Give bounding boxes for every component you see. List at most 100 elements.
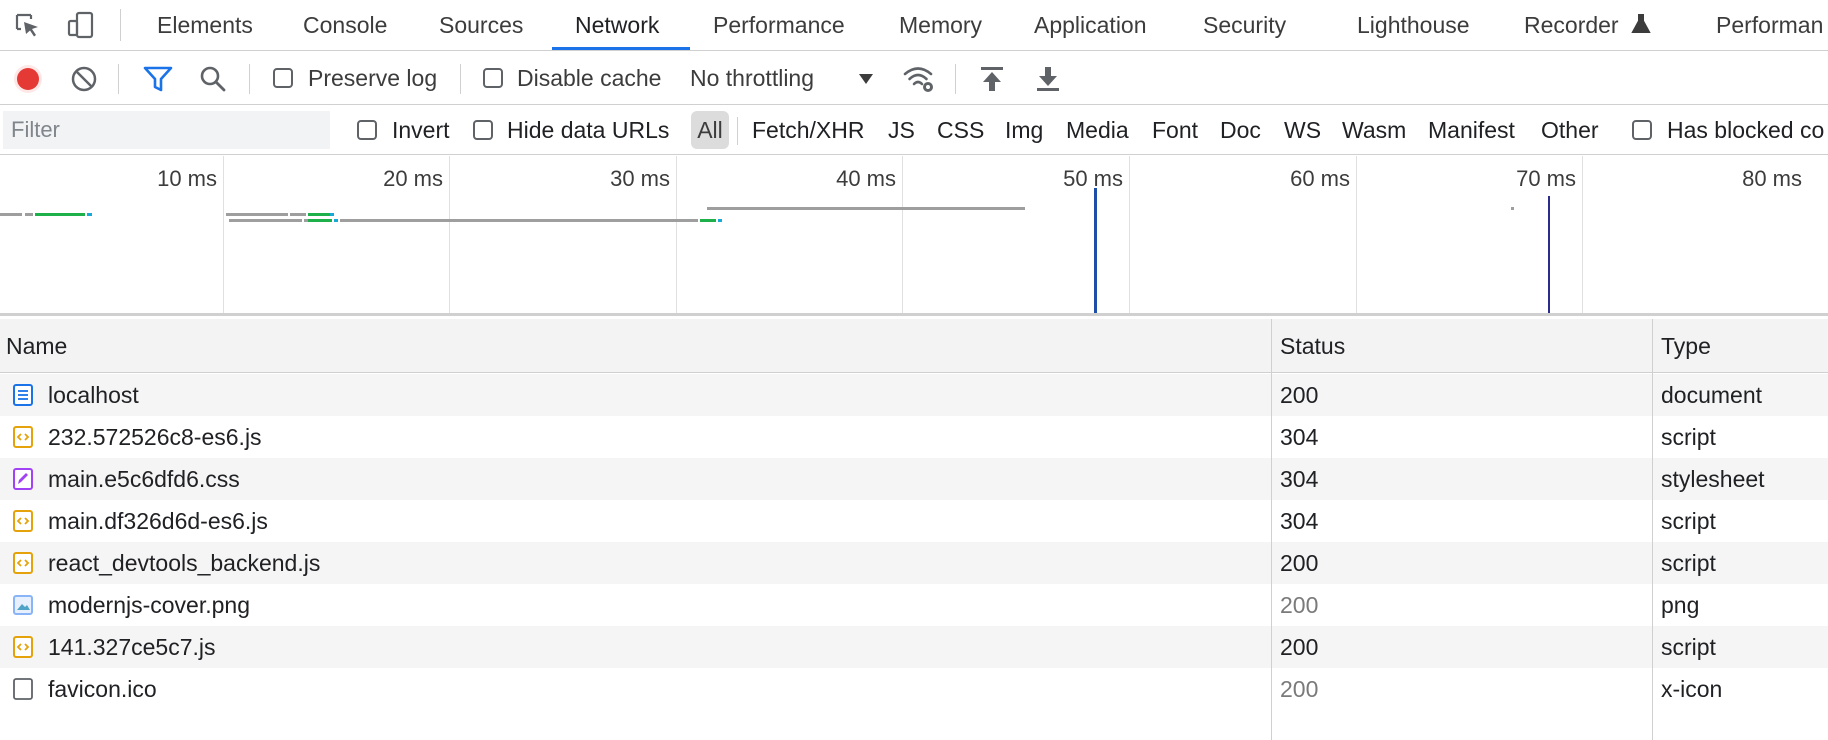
network-conditions-icon[interactable]: [902, 64, 936, 94]
filter-input[interactable]: [3, 111, 330, 149]
table-row[interactable]: main.df326d6d-es6.js 304 script: [0, 500, 1828, 542]
has-blocked-cookies-checkbox[interactable]: [1632, 120, 1652, 140]
export-har-icon[interactable]: [1035, 65, 1061, 93]
type-filter-media[interactable]: Media: [1066, 117, 1129, 143]
search-icon[interactable]: [199, 65, 227, 93]
column-divider[interactable]: [1271, 319, 1272, 740]
type-filter-img[interactable]: Img: [1005, 117, 1044, 143]
disable-cache-checkbox[interactable]: [483, 68, 503, 88]
type-filter-font[interactable]: Font: [1152, 117, 1199, 143]
script-icon: [13, 552, 33, 574]
timeline-request-bar: [334, 219, 338, 222]
timeline-tick-label: 30 ms: [610, 166, 670, 191]
request-type: png: [1661, 592, 1700, 618]
tab-lighthouse[interactable]: Lighthouse: [1357, 12, 1470, 38]
request-name: modernjs-cover.png: [48, 592, 250, 618]
timeline-tick-label: 80 ms: [1742, 166, 1802, 191]
timeline-request-bar: [1511, 207, 1514, 210]
request-status: 200: [1280, 592, 1319, 618]
request-type: document: [1661, 382, 1763, 408]
timeline-tick-label: 10 ms: [157, 166, 217, 191]
has-blocked-cookies-label: Has blocked co: [1667, 117, 1825, 143]
invert-label: Invert: [392, 117, 450, 143]
tab-performance-insights[interactable]: Performan: [1716, 12, 1824, 38]
load-event-marker: [1548, 196, 1550, 313]
timeline-gridline: [449, 156, 450, 313]
timeline-request-bar: [308, 219, 332, 222]
table-row[interactable]: 232.572526c8-es6.js 304 script: [0, 416, 1828, 458]
throttling-select[interactable]: No throttling: [690, 52, 880, 105]
type-filter-css[interactable]: CSS: [937, 117, 985, 143]
script-icon: [13, 510, 33, 532]
request-name: react_devtools_backend.js: [48, 550, 321, 576]
table-row[interactable]: localhost 200 document: [0, 374, 1828, 416]
record-icon[interactable]: [12, 63, 44, 95]
filter-bar: Invert Hide data URLs All Fetch/XHR JS C…: [0, 106, 1828, 155]
tab-network[interactable]: Network: [575, 12, 660, 38]
filter-separator: [737, 117, 738, 145]
clear-icon[interactable]: [70, 65, 98, 93]
hide-data-urls-checkbox[interactable]: [473, 120, 493, 140]
timeline-gridline: [223, 156, 224, 313]
timeline-gridline: [1356, 156, 1357, 313]
request-name: localhost: [48, 382, 139, 408]
type-filter-other[interactable]: Other: [1541, 117, 1599, 143]
timeline-request-bar: [308, 213, 330, 216]
request-status: 304: [1280, 508, 1319, 534]
type-filter-js[interactable]: JS: [888, 117, 915, 143]
tab-recorder[interactable]: Recorder: [1524, 0, 1651, 51]
devtools-tab-bar: Elements Console Sources Network Perform…: [0, 0, 1828, 51]
table-row[interactable]: modernjs-cover.png 200 png: [0, 584, 1828, 626]
type-filter-wasm[interactable]: Wasm: [1342, 117, 1407, 143]
timeline-request-bar: [229, 219, 302, 222]
preserve-log-label: Preserve log: [308, 65, 438, 91]
timeline-request-bar: [718, 219, 722, 222]
hide-data-urls-label: Hide data URLs: [507, 117, 670, 143]
tab-memory[interactable]: Memory: [899, 12, 983, 38]
document-icon: [13, 384, 33, 406]
request-type: stylesheet: [1661, 466, 1765, 492]
timeline-gridline: [902, 156, 903, 313]
script-icon: [13, 426, 33, 448]
timeline-tick-label: 50 ms: [1063, 166, 1123, 191]
type-filter-ws[interactable]: WS: [1284, 117, 1322, 143]
tab-application[interactable]: Application: [1034, 12, 1147, 38]
table-row[interactable]: favicon.ico 200 x-icon: [0, 668, 1828, 710]
column-header-type[interactable]: Type: [1661, 333, 1711, 359]
tab-performance[interactable]: Performance: [713, 12, 845, 38]
network-overview-timeline[interactable]: 10 ms 20 ms 30 ms 40 ms 50 ms 60 ms 70 m…: [0, 156, 1828, 316]
timeline-request-bar: [700, 219, 716, 222]
image-icon: [13, 595, 33, 615]
invert-checkbox[interactable]: [357, 120, 377, 140]
tab-elements[interactable]: Elements: [157, 12, 253, 38]
column-header-status[interactable]: Status: [1280, 333, 1346, 359]
request-name: 232.572526c8-es6.js: [48, 424, 262, 450]
timeline-request-bar: [226, 213, 288, 216]
import-har-icon[interactable]: [979, 65, 1005, 93]
tab-security[interactable]: Security: [1203, 12, 1287, 38]
type-filter-manifest[interactable]: Manifest: [1428, 117, 1515, 143]
preserve-log-checkbox[interactable]: [273, 68, 293, 88]
device-toolbar-icon[interactable]: [66, 10, 96, 40]
tab-sources[interactable]: Sources: [439, 12, 524, 38]
toolbar-separator: [460, 64, 461, 94]
network-toolbar: Preserve log Disable cache No throttling: [0, 52, 1828, 105]
type-filter-doc[interactable]: Doc: [1220, 117, 1261, 143]
timeline-request-bar: [707, 207, 1025, 210]
table-row[interactable]: 141.327ce5c7.js 200 script: [0, 626, 1828, 668]
table-row[interactable]: react_devtools_backend.js 200 script: [0, 542, 1828, 584]
column-header-name[interactable]: Name: [6, 333, 68, 359]
active-tab-indicator: [552, 47, 690, 50]
request-status: 304: [1280, 424, 1319, 450]
request-type: script: [1661, 634, 1716, 660]
table-row[interactable]: main.e5c6dfd6.css 304 stylesheet: [0, 458, 1828, 500]
tab-bar-separator: [120, 9, 121, 41]
script-icon: [13, 636, 33, 658]
inspect-element-icon[interactable]: [12, 10, 42, 40]
column-divider[interactable]: [1652, 319, 1653, 740]
filter-icon[interactable]: [143, 65, 173, 93]
throttling-value: No throttling: [690, 65, 815, 91]
tab-console[interactable]: Console: [303, 12, 388, 38]
type-filter-all[interactable]: All: [691, 111, 729, 149]
type-filter-fetch-xhr[interactable]: Fetch/XHR: [752, 117, 865, 143]
